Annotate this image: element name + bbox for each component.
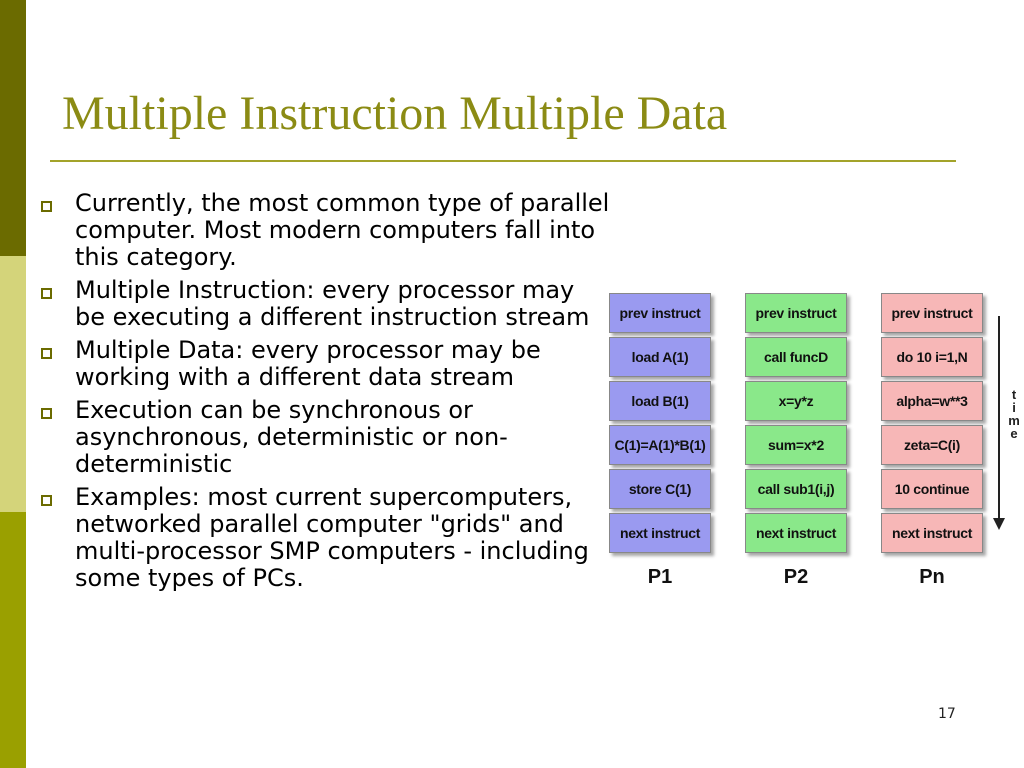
bullet-text: Currently, the most common type of paral… bbox=[75, 189, 610, 271]
square-bullet-icon bbox=[41, 408, 52, 419]
square-bullet-icon bbox=[41, 348, 52, 359]
bullet-item: Multiple Data: every processor may be wo… bbox=[38, 337, 610, 391]
instruction-cell: next instruct bbox=[609, 513, 711, 553]
bullet-item: Examples: most current supercomputers, n… bbox=[38, 484, 610, 592]
processor-label: P2 bbox=[783, 566, 809, 588]
square-bullet-icon bbox=[41, 495, 52, 506]
time-label-letter: m bbox=[1008, 413, 1020, 428]
slide-title: Multiple Instruction Multiple Data bbox=[62, 87, 728, 140]
bullet-text: Multiple Instruction: every processor ma… bbox=[75, 276, 590, 331]
processor-column-p1: prev instruct load A(1) load B(1) C(1)=A… bbox=[609, 293, 711, 557]
instruction-cell: sum=x*2 bbox=[745, 425, 847, 465]
title-divider bbox=[50, 160, 956, 162]
instruction-cell: zeta=C(i) bbox=[881, 425, 983, 465]
bullet-text: Examples: most current supercomputers, n… bbox=[75, 483, 589, 592]
sidebar-accent-middle bbox=[0, 256, 26, 512]
time-label-letter: t bbox=[1011, 387, 1017, 402]
processor-label: P1 bbox=[647, 566, 673, 588]
instruction-cell: C(1)=A(1)*B(1) bbox=[609, 425, 711, 465]
sidebar-accent-top bbox=[0, 0, 26, 256]
time-arrow-icon bbox=[998, 316, 1000, 520]
instruction-cell: do 10 i=1,N bbox=[881, 337, 983, 377]
bullet-item: Multiple Instruction: every processor ma… bbox=[38, 277, 610, 331]
instruction-cell: alpha=w**3 bbox=[881, 381, 983, 421]
instruction-cell: call funcD bbox=[745, 337, 847, 377]
bullet-item: Currently, the most common type of paral… bbox=[38, 190, 610, 271]
processor-column-pn: prev instruct do 10 i=1,N alpha=w**3 zet… bbox=[881, 293, 983, 557]
page-number: 17 bbox=[938, 706, 956, 722]
instruction-cell: prev instruct bbox=[745, 293, 847, 333]
bullet-item: Execution can be synchronous or asynchro… bbox=[38, 397, 610, 478]
instruction-cell: load A(1) bbox=[609, 337, 711, 377]
sidebar-accent-bottom bbox=[0, 512, 26, 768]
processor-column-p2: prev instruct call funcD x=y*z sum=x*2 c… bbox=[745, 293, 847, 557]
instruction-cell: prev instruct bbox=[881, 293, 983, 333]
mimd-diagram: prev instruct load A(1) load B(1) C(1)=A… bbox=[606, 290, 1024, 590]
instruction-cell: next instruct bbox=[881, 513, 983, 553]
square-bullet-icon bbox=[41, 201, 52, 212]
instruction-cell: x=y*z bbox=[745, 381, 847, 421]
square-bullet-icon bbox=[41, 288, 52, 299]
instruction-cell: prev instruct bbox=[609, 293, 711, 333]
bullet-text: Execution can be synchronous or asynchro… bbox=[75, 396, 508, 478]
arrow-down-icon bbox=[993, 518, 1005, 530]
instruction-cell: 10 continue bbox=[881, 469, 983, 509]
bullet-list: Currently, the most common type of paral… bbox=[38, 190, 610, 598]
instruction-cell: store C(1) bbox=[609, 469, 711, 509]
time-label-letter: e bbox=[1010, 426, 1018, 441]
instruction-cell: next instruct bbox=[745, 513, 847, 553]
time-label-letter: i bbox=[1012, 400, 1016, 415]
processor-label: Pn bbox=[919, 566, 945, 588]
instruction-cell: call sub1(i,j) bbox=[745, 469, 847, 509]
instruction-cell: load B(1) bbox=[609, 381, 711, 421]
bullet-text: Multiple Data: every processor may be wo… bbox=[75, 336, 541, 391]
